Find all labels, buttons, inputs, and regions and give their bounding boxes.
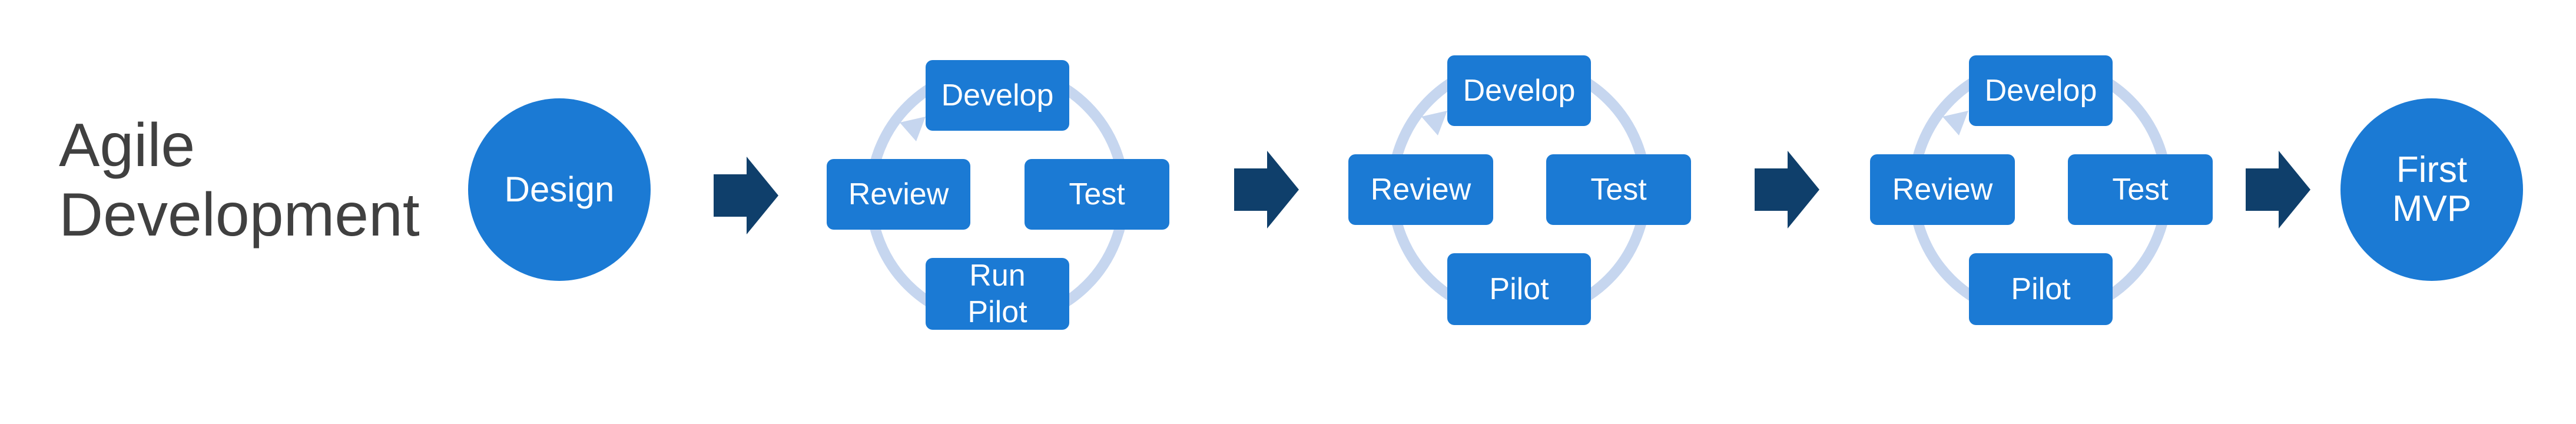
pilot-label: Pilot — [1489, 272, 1549, 306]
cycle-arrowhead — [1942, 111, 1968, 135]
first-mvp-label: First MVP — [2392, 150, 2472, 229]
review-label: Review — [848, 177, 949, 211]
test-box — [2068, 154, 2213, 225]
run-pilot-label: Run Pilot — [967, 259, 1027, 329]
review-box — [827, 159, 970, 230]
test-box — [1025, 159, 1169, 230]
right-block-arrow-icon — [2246, 151, 2310, 228]
test-label: Test — [1069, 177, 1125, 211]
develop-label: Develop — [1984, 74, 2097, 108]
develop-label: Develop — [941, 78, 1054, 112]
cycle-arrowhead — [1421, 111, 1447, 135]
right-block-arrow-icon — [1755, 151, 1819, 228]
right-block-arrow-icon — [714, 157, 778, 234]
cycle-3 — [1870, 55, 2213, 325]
test-box — [1546, 154, 1691, 225]
title-line-1: Agile — [59, 111, 195, 180]
test-label: Test — [1590, 173, 1647, 207]
develop-box — [1447, 55, 1591, 126]
review-label: Review — [1370, 173, 1471, 207]
develop-label: Develop — [1463, 74, 1576, 108]
cycle-arrowhead — [900, 117, 926, 141]
pilot-box — [1447, 253, 1591, 325]
design-label: Design — [504, 170, 615, 209]
first-mvp-node — [2340, 98, 2523, 281]
cycle-2 — [1348, 55, 1691, 325]
run-pilot-box — [926, 258, 1069, 330]
review-box — [1348, 154, 1493, 225]
design-node — [468, 98, 651, 281]
cycle-1 — [827, 60, 1169, 330]
title-line-2: Development — [59, 181, 420, 249]
right-block-arrow-icon — [1234, 151, 1299, 228]
develop-box — [1969, 55, 2113, 126]
pilot-label: Pilot — [2011, 272, 2071, 306]
pilot-box — [1969, 253, 2113, 325]
test-label: Test — [2112, 173, 2169, 207]
develop-box — [926, 60, 1069, 131]
review-label: Review — [1892, 173, 1993, 207]
diagram-title: Agile Development — [59, 111, 459, 250]
review-box — [1870, 154, 2015, 225]
